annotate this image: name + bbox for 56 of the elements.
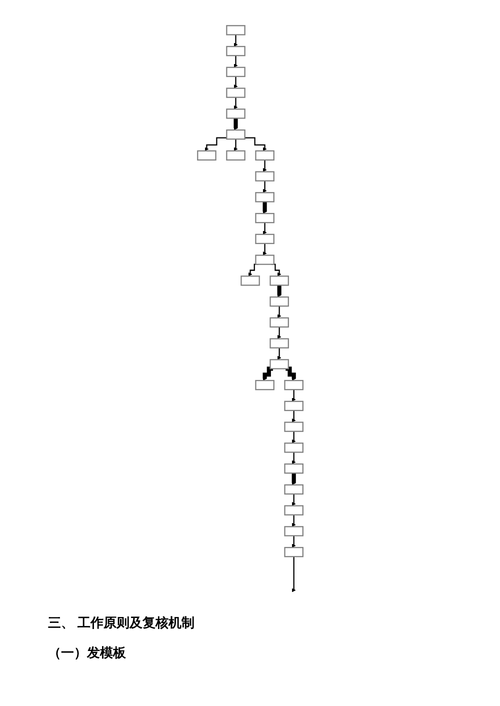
arrow (277, 306, 282, 318)
node-box (196, 150, 216, 161)
arrow (292, 556, 296, 592)
arrow (292, 493, 296, 506)
arrow (262, 159, 266, 172)
node-box (269, 338, 289, 348)
node-box (226, 46, 246, 56)
node-box (254, 254, 274, 265)
arrow (233, 96, 238, 110)
node-box (284, 505, 304, 516)
node-box (254, 171, 274, 182)
node-box (254, 380, 274, 390)
node-box (284, 380, 304, 390)
arrow (233, 138, 238, 152)
node-box (269, 359, 289, 370)
node-box (226, 66, 246, 78)
node-box (284, 400, 304, 412)
node-box (226, 129, 246, 140)
arrow (233, 55, 238, 68)
arrow (244, 137, 266, 152)
node-box (226, 88, 246, 98)
node-box (269, 296, 289, 307)
arrow (292, 430, 296, 444)
arrow (233, 34, 238, 47)
node-box (240, 276, 260, 286)
arrow (262, 366, 273, 381)
arrow (292, 410, 296, 422)
node-box (226, 150, 246, 161)
arrow (292, 452, 296, 464)
arrow (277, 347, 282, 360)
node-box (254, 192, 274, 202)
node-box (269, 276, 289, 286)
node-box (226, 108, 246, 119)
arrow (277, 326, 282, 339)
node-box (254, 150, 274, 161)
node-box (269, 317, 289, 328)
arrow (204, 137, 226, 152)
arrow (262, 180, 266, 193)
arrow (292, 535, 296, 548)
node-box (284, 463, 304, 474)
arrow (292, 514, 296, 527)
arrow (262, 222, 266, 235)
arrow (262, 242, 266, 256)
arrow (292, 389, 296, 402)
node-box (226, 25, 246, 36)
node-box (254, 234, 274, 244)
arrow (285, 366, 296, 381)
node-box (254, 212, 274, 224)
node-box (284, 442, 304, 453)
arrow (233, 76, 238, 88)
node-box (284, 546, 304, 558)
node-box (284, 422, 304, 432)
node-box (284, 526, 304, 536)
subsection-heading: （一）发模板 (48, 644, 126, 662)
section-heading: 三、 工作原则及复核机制 (48, 614, 194, 632)
node-box (284, 484, 304, 495)
